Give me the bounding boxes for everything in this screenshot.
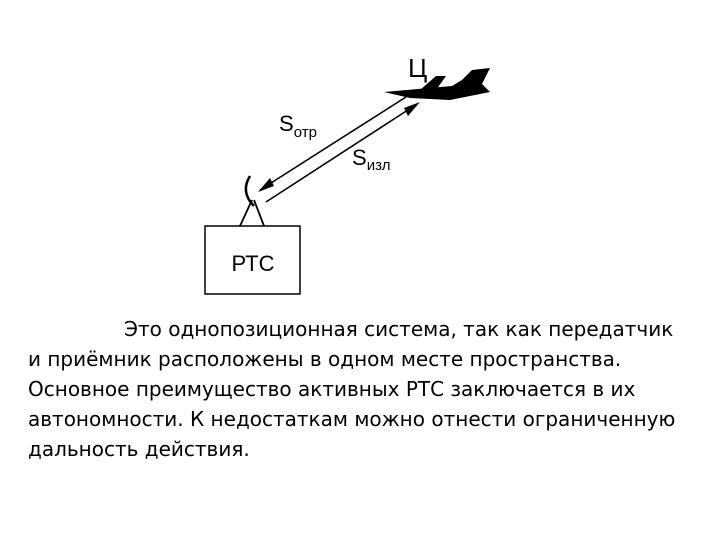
description-paragraph: Это однопозиционная система, так как пер…: [28, 314, 708, 464]
text-line: и приёмник расположены в одном месте про…: [28, 347, 622, 371]
text-line: Это однопозиционная система, так как пер…: [124, 317, 674, 341]
s-otr-label: Sотр: [279, 111, 317, 141]
text-line: автономности. К недостаткам можно отнест…: [28, 407, 676, 431]
station-box: [204, 225, 301, 295]
target-label: Ц: [408, 53, 427, 83]
station-label: РТС: [231, 251, 274, 276]
antenna-icon: [239, 175, 265, 227]
aircraft-icon: [384, 68, 490, 100]
reflected-signal-arrow: [258, 96, 407, 192]
s-izl-label: Sизл: [352, 145, 391, 174]
text-line: Основное преимущество активных РТС заклю…: [28, 377, 636, 401]
emitted-signal-arrow: [265, 102, 420, 203]
text-line: дальность действия.: [28, 437, 250, 461]
radar-diagram: Ц Sотр Sизл РТС: [204, 53, 490, 295]
